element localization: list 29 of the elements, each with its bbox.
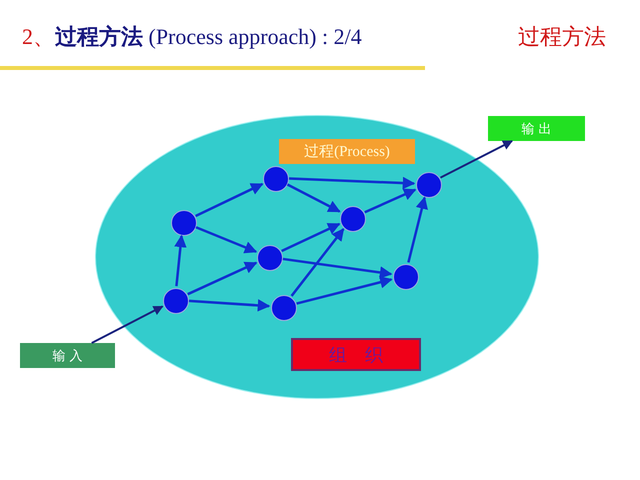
arrow [91, 306, 164, 344]
arrow [195, 182, 264, 218]
arrow [174, 234, 187, 286]
process-node-circle [340, 206, 366, 232]
output-box: 输 出 [488, 116, 585, 141]
arrow [281, 222, 340, 252]
arrow [187, 262, 258, 296]
arrow [364, 188, 416, 214]
arrow [296, 276, 393, 305]
organization-label: 组 织 [291, 338, 421, 371]
process-label: 过程(Process) [279, 139, 415, 164]
arrow [288, 176, 416, 190]
arrow [290, 228, 344, 297]
input-box: 输 入 [20, 343, 115, 368]
arrow [188, 299, 270, 312]
process-node-circle [393, 264, 419, 290]
arrow [282, 258, 392, 279]
process-node-circle [171, 210, 197, 236]
process-node-circle [271, 295, 297, 321]
arrow [440, 140, 513, 179]
process-node-circle [416, 172, 442, 198]
process-node-circle [257, 245, 283, 271]
process-node-circle [163, 288, 189, 314]
section-label: 过程方法 [518, 24, 606, 52]
process-node-circle [263, 166, 289, 192]
slide-title: 2、过程方法 (Process approach) : 2/4 [22, 23, 362, 51]
arrow [407, 196, 428, 263]
arrow [286, 183, 341, 213]
arrow [196, 226, 258, 254]
